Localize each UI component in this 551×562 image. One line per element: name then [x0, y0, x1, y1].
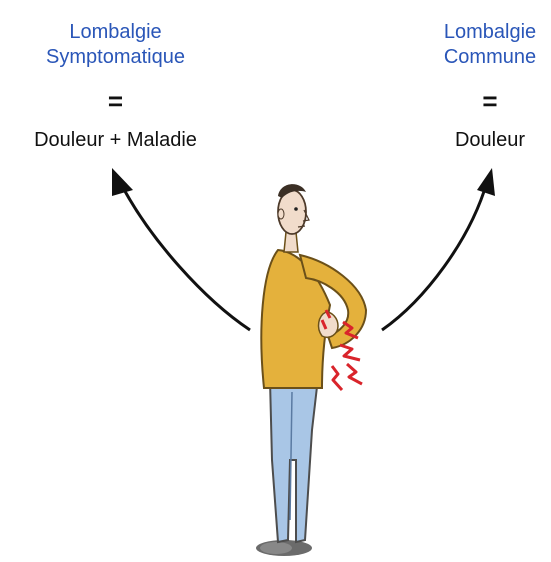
arrow-left-icon [112, 168, 250, 330]
man-back-pain-illustration [256, 184, 366, 556]
arrow-right-icon [382, 168, 495, 330]
